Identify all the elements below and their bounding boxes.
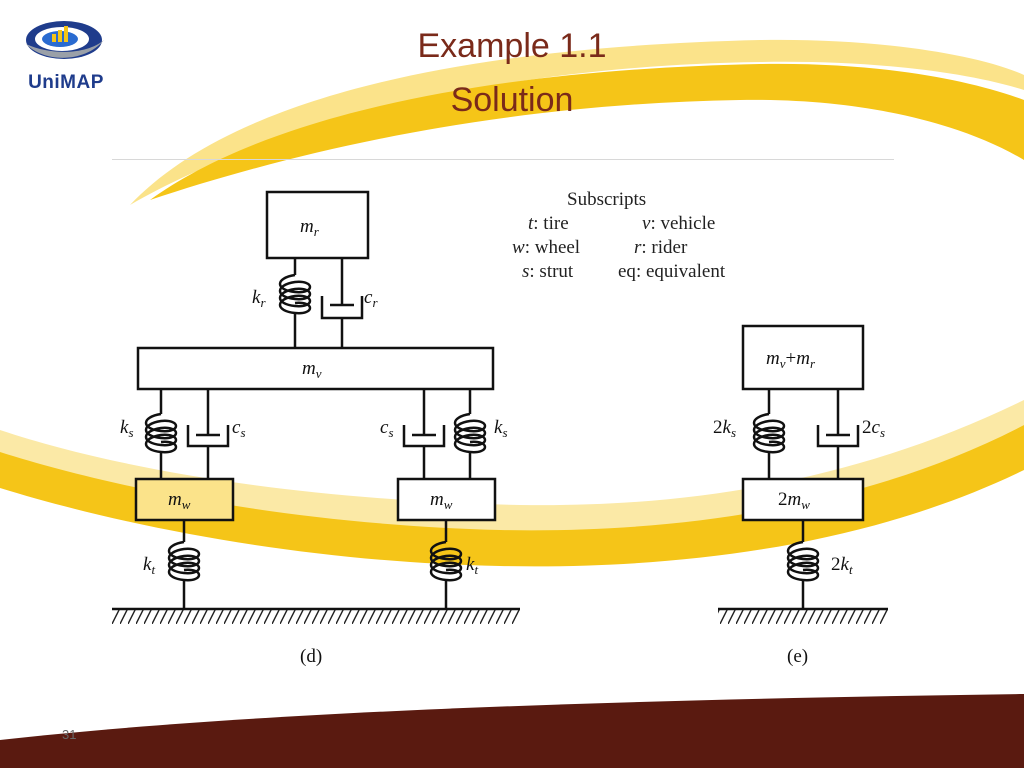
page-number: 31 — [62, 727, 77, 742]
subscript-row-3-right: eq: equivalent — [618, 261, 726, 282]
left-tire-spring — [167, 520, 201, 609]
combined-tire-spring — [786, 520, 820, 609]
diagram-d: mr kr cr mv — [112, 190, 520, 667]
left-strut-damper — [186, 389, 230, 479]
rider-mass-label: mr — [300, 216, 320, 239]
subscript-row-1-right: v: vehicle — [642, 213, 715, 234]
right-tire-spring-label: kt — [466, 554, 478, 577]
middle-swoosh-yellow — [0, 425, 1024, 567]
combined-strut-spring — [752, 389, 786, 479]
subscripts-legend: Subscripts t: tire v: vehicle w: wheel r… — [512, 189, 726, 282]
rider-spring — [278, 258, 312, 348]
subscript-row-2-right: r: rider — [634, 237, 688, 258]
slide-subtitle: Solution — [450, 81, 574, 119]
title-divider — [112, 159, 894, 160]
diagram-e: mv+mr 2ks 2cs 2mw 2kt — [713, 324, 888, 667]
right-tire-spring — [429, 520, 463, 609]
combined-tire-spring-label: 2kt — [831, 554, 853, 577]
ground-e — [718, 607, 888, 624]
right-wheel-mass-label: mw — [430, 489, 453, 512]
caption-e: (e) — [787, 646, 808, 667]
left-wheel-mass-label: mw — [168, 489, 191, 512]
top-swoosh-yellow — [150, 63, 1024, 200]
rider-spring-label: kr — [252, 287, 266, 310]
rider-damper — [320, 258, 364, 348]
right-strut-spring-label: ks — [494, 417, 508, 440]
combined-strut-spring-label: 2ks — [713, 417, 736, 440]
right-strut-spring — [453, 389, 487, 479]
right-wheel-mass-box — [396, 477, 497, 522]
left-tire-spring-label: kt — [143, 554, 155, 577]
right-strut-damper — [402, 389, 446, 479]
left-strut-spring — [144, 389, 178, 479]
subscripts-heading: Subscripts — [567, 189, 646, 210]
combined-mass-label: mv+mr — [766, 348, 816, 371]
logo-emblem-icon — [26, 21, 104, 59]
subscript-row-1-left: t: tire — [528, 213, 569, 234]
combined-wheel-mass-box — [741, 477, 865, 522]
combined-mass-box — [741, 324, 865, 391]
rider-mass-box — [265, 190, 370, 260]
rider-damper-label: cr — [364, 287, 378, 310]
vehicle-mass-box — [136, 346, 495, 391]
left-strut-spring-label: ks — [120, 417, 134, 440]
caption-d: (d) — [300, 646, 322, 667]
slide-title: Example 1.1 — [417, 27, 607, 65]
ground-d — [112, 607, 520, 624]
vehicle-mass-label: mv — [302, 358, 322, 381]
footer-band — [0, 694, 1024, 768]
subscript-row-3-left: s: strut — [522, 261, 574, 282]
unimap-logo: UniMAP — [16, 14, 112, 100]
combined-wheel-mass-label: 2mw — [778, 489, 810, 512]
top-swoosh-light — [130, 39, 1024, 205]
left-strut-damper-label: cs — [232, 417, 246, 440]
combined-strut-damper — [816, 389, 860, 479]
combined-strut-damper-label: 2cs — [862, 417, 885, 440]
logo-text: UniMAP — [28, 72, 104, 93]
right-strut-damper-label: cs — [380, 417, 394, 440]
subscript-row-2-left: w: wheel — [512, 237, 580, 258]
